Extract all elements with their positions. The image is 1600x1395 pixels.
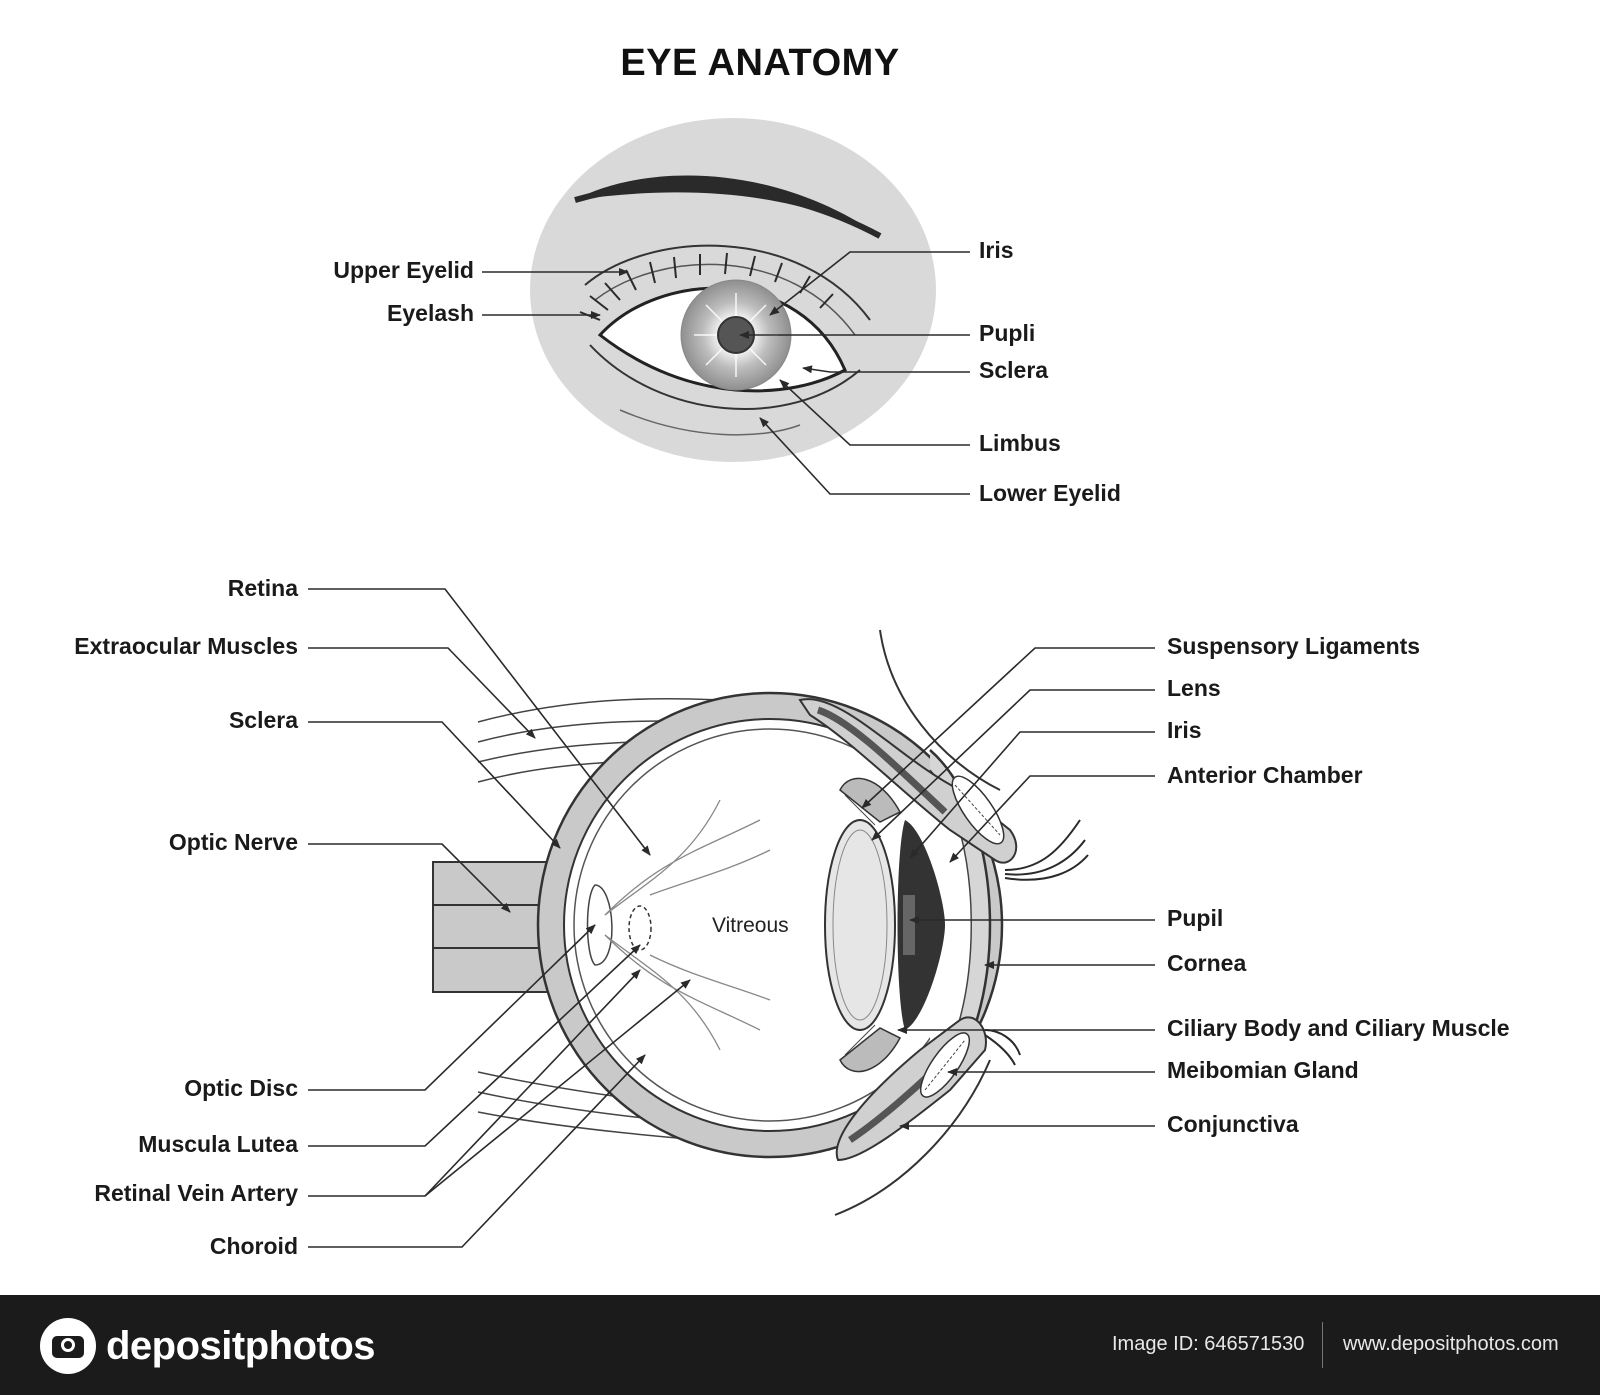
label-sclera-cs: Sclera	[228, 707, 298, 733]
leader-lens	[871, 689, 1155, 841]
brand-logo[interactable]: depositphotos	[40, 1318, 376, 1374]
label-iris: Iris	[979, 237, 1014, 263]
leader-extraocular-muscles	[308, 647, 536, 739]
label-ciliary-body: Ciliary Body and Ciliary Muscle	[1167, 1015, 1510, 1041]
camera-logo-icon	[40, 1318, 96, 1374]
label-optic-nerve: Optic Nerve	[168, 829, 298, 855]
leader-retinal-vein-artery-2	[424, 979, 691, 1197]
label-lens: Lens	[1167, 675, 1221, 701]
label-extraocular-muscles: Extraocular Muscles	[74, 633, 298, 659]
leader-iris	[769, 251, 970, 316]
leader-suspensory-ligaments	[861, 647, 1155, 809]
leader-choroid	[308, 1054, 646, 1248]
label-retina: Retina	[227, 575, 298, 601]
footer-bar: depositphotos Image ID: 646571530 www.de…	[0, 1295, 1600, 1395]
label-vitreous: Vitreous	[712, 914, 789, 937]
eye-anatomy-diagram	[308, 118, 1155, 1248]
label-cornea: Cornea	[1167, 950, 1247, 976]
label-pupil: Pupli	[979, 320, 1036, 346]
brand-name: depositphotos	[106, 1323, 376, 1368]
label-choroid: Choroid	[209, 1233, 298, 1259]
leader-sclera-cs	[308, 721, 561, 849]
label-pupil-cs: Pupil	[1167, 905, 1224, 931]
leader-limbus	[779, 379, 970, 446]
leader-optic-nerve	[308, 843, 511, 913]
label-muscula-lutea: Muscula Lutea	[138, 1131, 298, 1157]
label-suspensory-ligaments: Suspensory Ligaments	[1167, 633, 1421, 659]
leader-anterior-chamber	[949, 775, 1155, 863]
leader-muscula-lutea	[308, 944, 641, 1147]
leader-sclera	[802, 365, 970, 374]
label-retinal-vein-artery: Retinal Vein Artery	[94, 1180, 298, 1206]
leader-lower-eyelid	[759, 417, 970, 495]
image-id-text: Image ID: 646571530	[1112, 1333, 1305, 1355]
label-lower-eyelid: Lower Eyelid	[979, 480, 1121, 506]
label-conjunctiva: Conjunctiva	[1167, 1111, 1299, 1137]
label-meibomian-gland: Meibomian Gland	[1167, 1057, 1359, 1083]
label-anterior-chamber: Anterior Chamber	[1167, 762, 1363, 788]
label-upper-eyelid: Upper Eyelid	[333, 257, 474, 283]
eye-cross-section-illustration	[432, 629, 1089, 1216]
leader-retina	[308, 588, 651, 856]
label-limbus: Limbus	[979, 430, 1061, 456]
page-title: EYE ANATOMY	[620, 42, 900, 84]
label-sclera: Sclera	[979, 357, 1049, 383]
label-eyelash: Eyelash	[387, 300, 474, 326]
leader-optic-disc	[308, 924, 596, 1091]
footer-divider	[1322, 1322, 1323, 1368]
label-optic-disc: Optic Disc	[184, 1075, 298, 1101]
external-eye-illustration	[530, 118, 936, 462]
label-iris-cs: Iris	[1167, 717, 1202, 743]
website-link[interactable]: www.depositphotos.com	[1343, 1333, 1559, 1355]
leader-iris-cs	[909, 731, 1155, 859]
